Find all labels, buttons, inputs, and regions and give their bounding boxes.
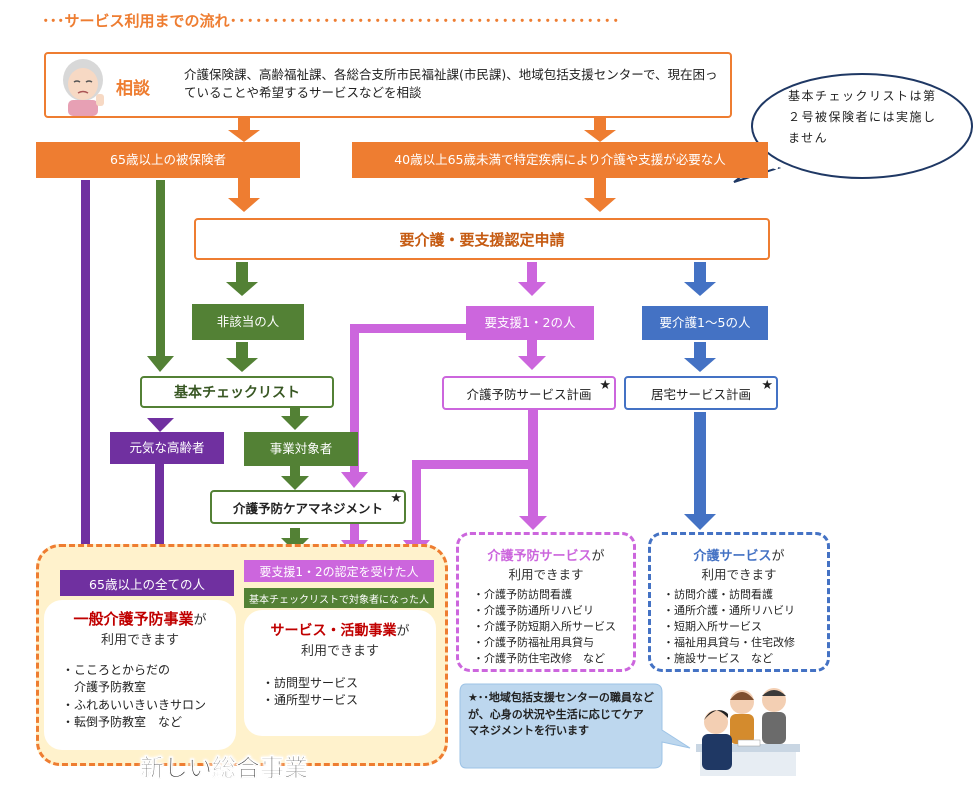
application-box: 要介護・要支援認定申請 [194, 218, 770, 260]
prevention-services-list: ・介護予防訪問看護 ・介護予防通所リハビリ ・介護予防短期入所サービス ・介護予… [473, 587, 633, 667]
prevention-plan-star: ★ [599, 378, 611, 393]
care-management-star: ★ [390, 491, 402, 506]
all65-box: 65歳以上の全ての人 [60, 570, 234, 596]
support12-box: 要支援1・2の人 [466, 306, 594, 340]
checklist-box: 基本チェックリスト [140, 376, 334, 408]
general-prevention-suffix: が [193, 613, 207, 628]
header-dots-left: ･･･ [42, 12, 65, 30]
care-management-label: 介護予防ケアマネジメント [232, 500, 383, 516]
prevention-services-title: 介護予防サービス [487, 549, 592, 564]
list-item: ・施設サービス など [663, 651, 773, 665]
home-plan-label: 居宅サービス計画 [650, 386, 751, 402]
care-services-subtitle: 利用できます [701, 567, 777, 582]
prevention-services-subtitle: 利用できます [508, 567, 584, 582]
elderly-worried-icon [63, 59, 104, 116]
list-item: 介護予防教室 [62, 680, 147, 695]
consult-label: 相談 [116, 79, 150, 99]
service-activity-heading: サービス・活動事業が [244, 620, 436, 640]
service-activity-card: サービス・活動事業が 利用できます ・訪問型サービス ・通所型サービス [244, 610, 436, 736]
list-item: ・通所介護・通所リハビリ [663, 603, 795, 617]
home-plan-star: ★ [761, 378, 773, 393]
general-prevention-title: 一般介護予防事業 [73, 610, 194, 628]
care-management-box: 介護予防ケアマネジメント ★ [210, 490, 406, 524]
list-item: ・訪問型サービス [262, 676, 359, 690]
consult-text: 介護保険課、高齢福祉課、各総合支所市民福祉課(市民課)、地域包括支援センターで、… [184, 67, 718, 101]
header-title: ･･･サービス利用までの流れ･･････････････････････････… [42, 10, 742, 34]
counseling-illustration [696, 688, 800, 776]
list-item: ・福祉用具貸与・住宅改修 [663, 635, 795, 649]
care-services-suffix: が [771, 549, 785, 564]
list-item: ・ふれあいいきいきサロン [62, 697, 207, 712]
list-item: ・介護予防訪問看護 [473, 588, 572, 601]
consult-box: 相談 介護保険課、高齢福祉課、各総合支所市民福祉課(市民課)、地域包括支援センタ… [44, 52, 732, 118]
prevention-services-suffix: が [591, 549, 605, 564]
service-activity-title: サービス・活動事業 [270, 623, 397, 639]
list-item: ・こころとからだの [62, 663, 171, 677]
prevention-services-box: 介護予防サービスが 利用できます ・介護予防訪問看護 ・介護予防通所リハビリ ・… [456, 532, 636, 672]
general-prevention-subtitle: 利用できます [100, 633, 179, 648]
list-item: ・通所型サービス [262, 693, 359, 708]
prevention-plan-box: 介護予防サービス計画 ★ [442, 376, 616, 410]
prevention-plan-label: 介護予防サービス計画 [466, 386, 592, 402]
list-item: ・訪問介護・訪問看護 [663, 588, 773, 601]
list-item: ・転倒予防教室 など [62, 715, 183, 730]
service-activity-suffix: が [396, 624, 410, 639]
header-dots-right: ････････････････････････････････････････… [229, 12, 621, 30]
list-item: ・短期入所サービス [663, 619, 762, 633]
certified12-box: 要支援1・2の認定を受けた人 [244, 560, 434, 582]
eligible-box: 事業対象者 [244, 432, 358, 466]
prevention-services-heading: 介護予防サービスが [459, 545, 633, 564]
home-plan-box: 居宅サービス計画 ★ [624, 376, 778, 410]
integrated-program-caption: 新しい総合事業 [140, 754, 309, 783]
general-prevention-heading: 一般介護予防事業が [44, 608, 236, 629]
list-item: ・介護予防住宅改修 など [473, 651, 605, 665]
note-text: ★･･地域包括支援センターの職員などが、心身の状況や生活に応じてケアマネジメント… [468, 691, 654, 737]
care-services-box: 介護サービスが 利用できます ・訪問介護・訪問看護 ・通所介護・通所リハビリ ・… [648, 532, 830, 672]
care-services-title: 介護サービス [693, 549, 772, 564]
list-item: ・介護予防短期入所サービス [473, 619, 616, 633]
checklist-target-box: 基本チェックリストで対象者になった人 [244, 588, 434, 608]
care-services-list: ・訪問介護・訪問看護 ・通所介護・通所リハビリ ・短期入所サービス ・福祉用具貸… [663, 587, 827, 667]
general-prevention-list: ・こころとからだの 介護予防教室 ・ふれあいいきいきサロン ・転倒予防教室 など [62, 662, 236, 732]
general-prevention-card: 一般介護予防事業が 利用できます ・こころとからだの 介護予防教室 ・ふれあいい… [44, 600, 236, 750]
list-item: ・介護予防通所リハビリ [473, 603, 594, 617]
list-item: ・介護予防福祉用具貸与 [473, 635, 594, 649]
care-services-heading: 介護サービスが [651, 545, 827, 564]
service-activity-list: ・訪問型サービス ・通所型サービス [262, 675, 436, 710]
note-callout-shape [459, 683, 691, 769]
healthy-elderly-box: 元気な高齢者 [110, 432, 224, 464]
header-title-text: サービス利用までの流れ [64, 12, 230, 30]
over65-box: 65歳以上の被保険者 [36, 142, 300, 178]
service-activity-subtitle: 利用できます [300, 644, 379, 659]
age40-65-box: 40歳以上65歳未満で特定疾病により介護や支援が必要な人 [352, 142, 768, 178]
bubble-text: 基本チェックリストは第２号被保険者には実施しません [788, 89, 937, 145]
not-applicable-box: 非該当の人 [192, 304, 304, 340]
care15-box: 要介護1～5の人 [642, 306, 768, 340]
